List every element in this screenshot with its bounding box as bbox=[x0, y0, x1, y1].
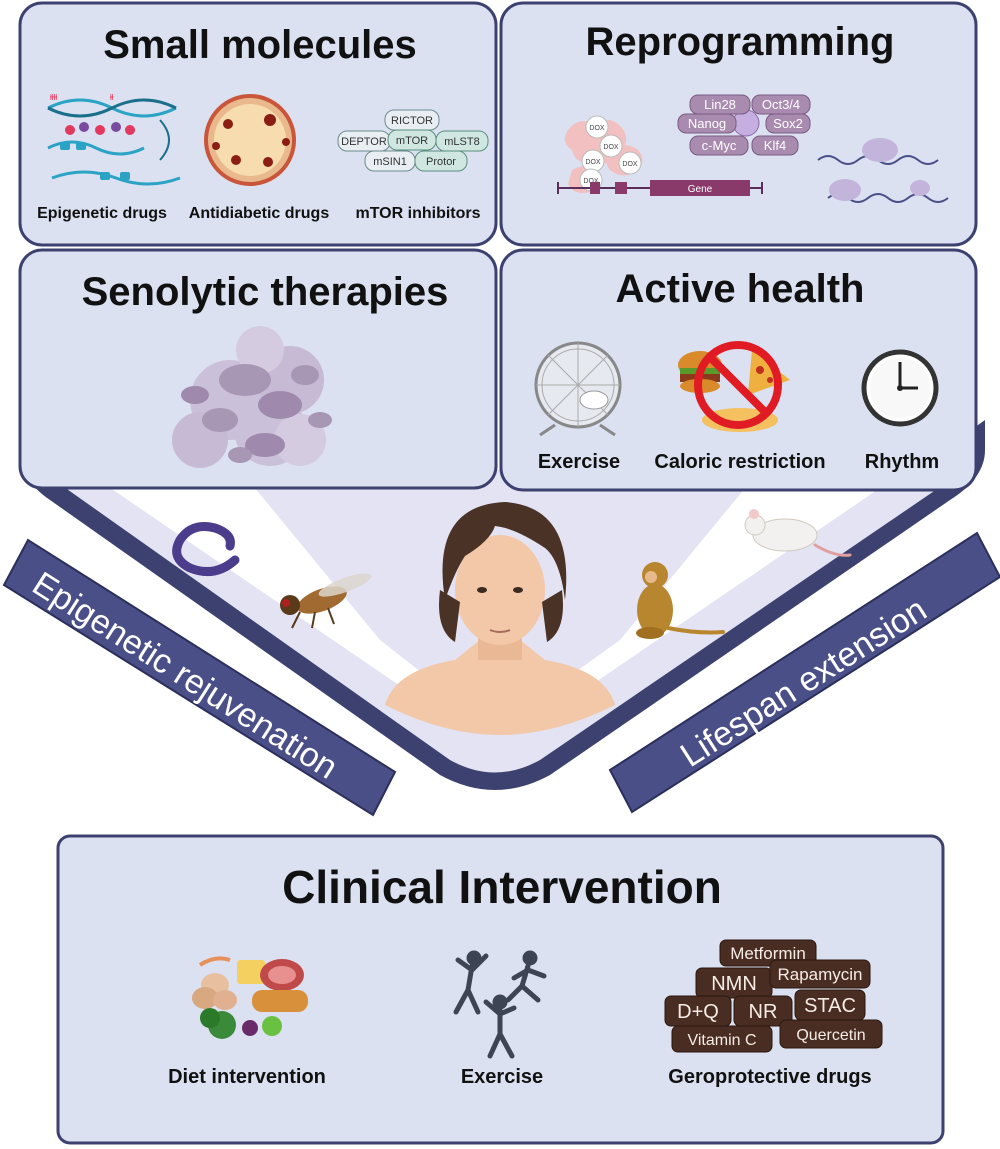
reprogramming-title: Reprogramming bbox=[586, 20, 895, 64]
mtor-rictor: RICTOR bbox=[391, 115, 433, 127]
clinical-exercise-label: Exercise bbox=[461, 1066, 543, 1088]
mrna-icon bbox=[817, 138, 949, 203]
svg-text:ⱡⱡ: ⱡⱡ bbox=[110, 93, 114, 102]
factor-cmyc: c-Myc bbox=[702, 138, 737, 153]
runners-icon bbox=[453, 950, 547, 1059]
fly-icon bbox=[280, 573, 372, 629]
active-exercise-label: Exercise bbox=[538, 451, 620, 473]
monkey-icon bbox=[636, 562, 725, 639]
drug-nr: NR bbox=[749, 1001, 778, 1023]
dox-gene-icon: DOX DOX DOX DOX DOX Gene bbox=[557, 115, 763, 196]
fat-tissue-icon bbox=[204, 94, 296, 186]
clinical-title: Clinical Intervention bbox=[282, 861, 722, 913]
factor-oct34: Oct3/4 bbox=[762, 97, 800, 112]
no-food-icon bbox=[678, 341, 790, 432]
mtor-msin1: mSIN1 bbox=[373, 156, 407, 168]
senolytic-title: Senolytic therapies bbox=[82, 270, 449, 314]
drug-quercetin: Quercetin bbox=[796, 1027, 865, 1044]
yamanaka-factors: Lin28 Oct3/4 Nanog Sox2 c-Myc Klf4 bbox=[677, 94, 811, 156]
drug-nmn: NMN bbox=[711, 973, 757, 995]
dox-label-2: DOX bbox=[603, 144, 619, 151]
drug-vitamin-c: Vitamin C bbox=[687, 1032, 756, 1049]
factor-lin28: Lin28 bbox=[704, 97, 736, 112]
drug-stac: STAC bbox=[804, 995, 856, 1017]
dox-label-5: DOX bbox=[583, 178, 599, 185]
drug-tiles: Metformin NMN Rapamycin D+Q NR STAC Vita… bbox=[664, 939, 883, 1053]
senescent-cells-icon bbox=[172, 326, 332, 468]
active-health-title: Active health bbox=[616, 267, 865, 311]
panel-senolytic: Senolytic therapies bbox=[18, 248, 498, 490]
epigenetic-drugs-label: Epigenetic drugs bbox=[37, 205, 167, 222]
dox-label-4: DOX bbox=[622, 161, 638, 168]
svg-text:ⱡⱡⱡⱡ: ⱡⱡⱡⱡ bbox=[50, 93, 57, 102]
factor-sox2: Sox2 bbox=[773, 116, 803, 131]
mtor-mtor: mTOR bbox=[396, 135, 428, 147]
gene-label: Gene bbox=[688, 184, 713, 195]
diet-intervention-label: Diet intervention bbox=[168, 1066, 326, 1088]
worm-icon bbox=[172, 522, 240, 577]
rhythm-label: Rhythm bbox=[865, 451, 939, 473]
drug-metformin: Metformin bbox=[730, 944, 806, 963]
drug-dq: D+Q bbox=[677, 1001, 719, 1023]
panel-active-health: Active health bbox=[499, 248, 978, 492]
clock-icon bbox=[861, 349, 939, 427]
factor-nanog: Nanog bbox=[688, 116, 726, 131]
woman-icon bbox=[385, 502, 615, 735]
small-molecules-title: Small molecules bbox=[103, 23, 416, 67]
caloric-restriction-label: Caloric restriction bbox=[654, 451, 825, 473]
mtor-deptor: DEPTOR bbox=[341, 136, 387, 148]
geroprotective-drugs-label: Geroprotective drugs bbox=[668, 1066, 871, 1088]
factor-klf4: Klf4 bbox=[764, 138, 786, 153]
food-icon bbox=[192, 956, 308, 1039]
mtor-complex-icon: RICTOR DEPTOR mTOR mLST8 mSIN1 Protor bbox=[337, 109, 489, 172]
dox-label-3: DOX bbox=[585, 159, 601, 166]
mouse-icon bbox=[744, 509, 852, 557]
mtor-protor: Protor bbox=[426, 156, 456, 168]
drug-rapamycin: Rapamycin bbox=[777, 965, 862, 984]
panel-clinical: Clinical Intervention bbox=[56, 834, 945, 1145]
dox-label-1: DOX bbox=[589, 125, 605, 132]
panel-reprogramming: Reprogramming DOX DOX DOX DOX DOX Gene bbox=[499, 1, 978, 247]
mtor-inhibitors-label: mTOR inhibitors bbox=[355, 205, 480, 222]
antidiabetic-drugs-label: Antidiabetic drugs bbox=[189, 205, 330, 222]
hamster-wheel-icon bbox=[534, 341, 622, 437]
mtor-mlst8: mLST8 bbox=[444, 136, 479, 148]
